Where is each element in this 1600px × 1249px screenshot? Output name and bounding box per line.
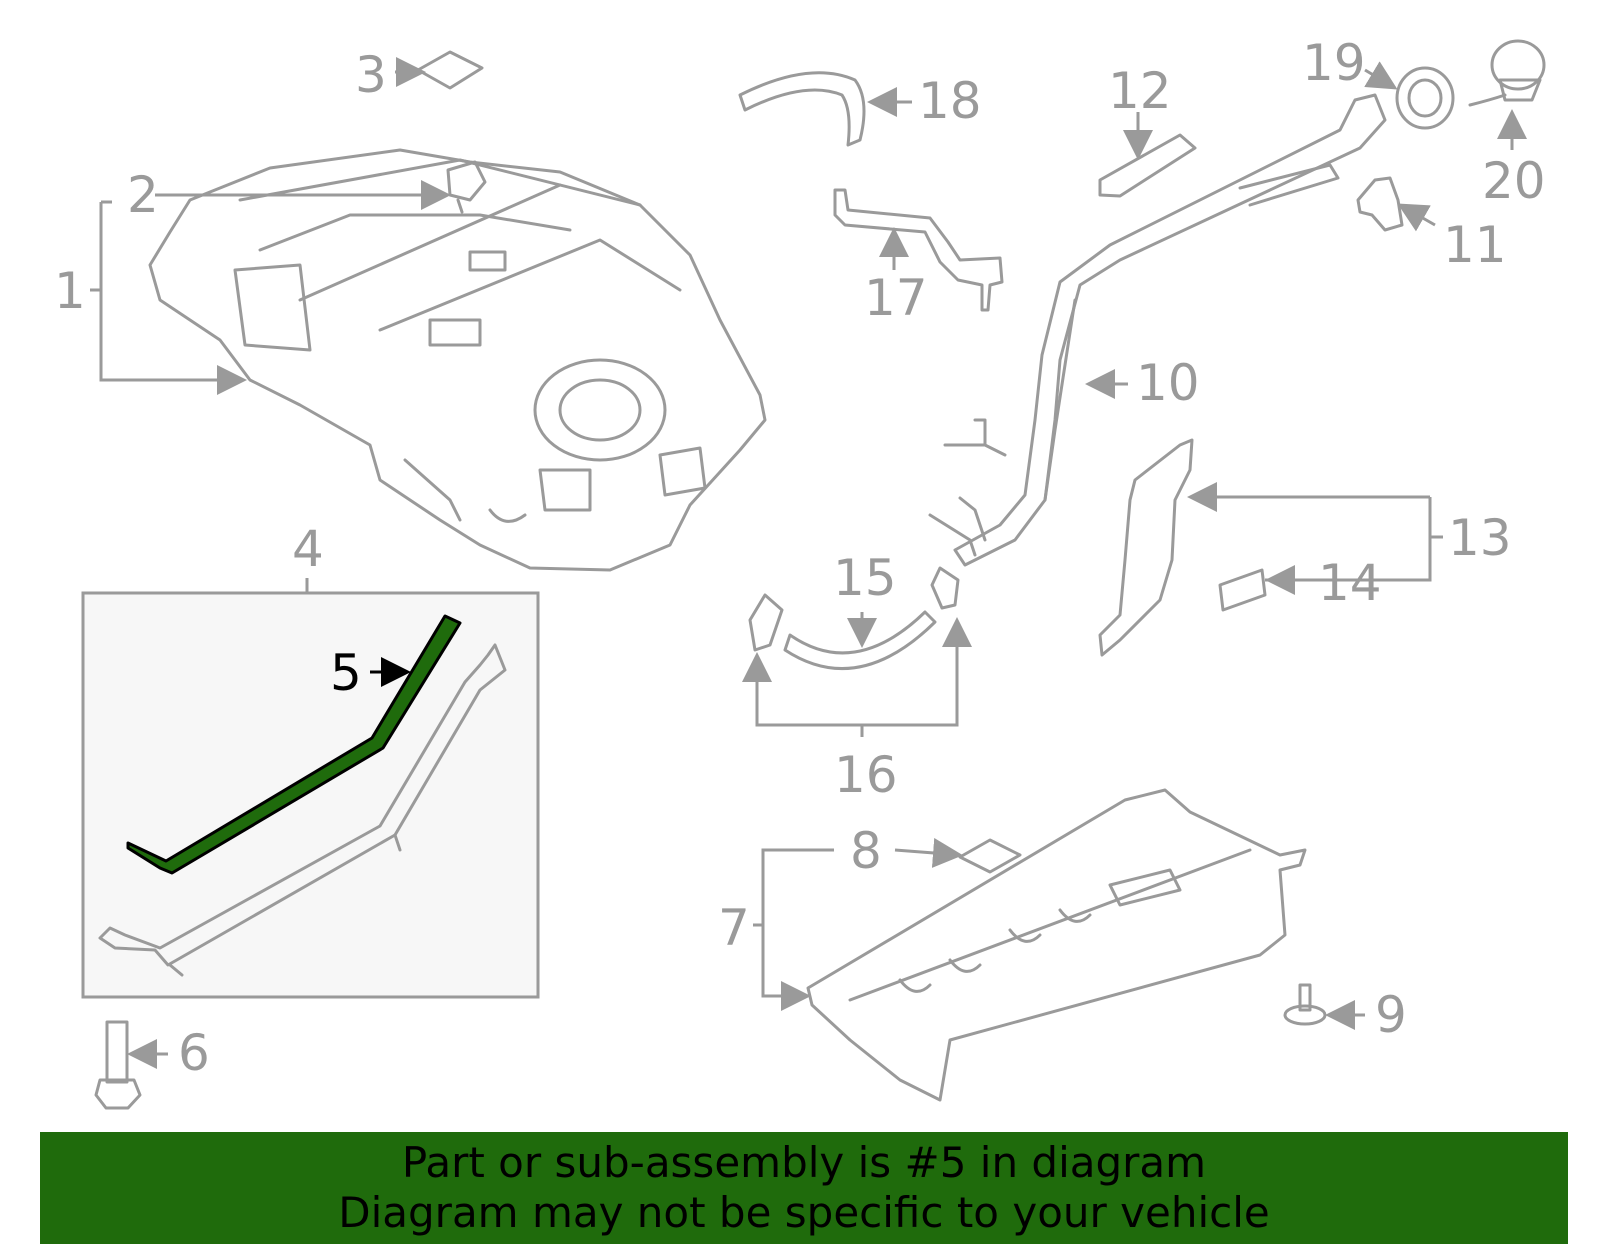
- callout-7: 7: [718, 899, 750, 957]
- clamps-part-16: [748, 566, 960, 652]
- callout-2: 2: [127, 166, 159, 224]
- callout-14: 14: [1318, 554, 1382, 612]
- fuel-tank-part-1: [148, 148, 767, 572]
- guard-part-12: [1098, 133, 1197, 198]
- footer-line-1: Part or sub-assembly is #5 in diagram: [401, 1138, 1207, 1187]
- callout-8: 8: [850, 822, 882, 880]
- pad-part-14: [1218, 568, 1267, 612]
- callout-11: 11: [1443, 216, 1507, 274]
- callout-leaders: [90, 57, 1527, 1069]
- pad-part-8: [958, 838, 1022, 874]
- callout-19: 19: [1302, 34, 1366, 92]
- shield-part-7: [806, 788, 1307, 1102]
- clip-part-9: [1283, 983, 1327, 1026]
- callout-20: 20: [1482, 152, 1546, 210]
- hose-part-18: [738, 71, 866, 147]
- callout-16: 16: [834, 746, 898, 804]
- cap-part-20: [1468, 39, 1546, 107]
- valve-part-2: [446, 160, 487, 214]
- shield-part-13: [1098, 438, 1194, 657]
- seal-part-19: [1395, 66, 1455, 130]
- hose-part-15: [783, 610, 937, 670]
- callout-17: 17: [864, 269, 928, 327]
- bolt-part-6: [94, 1020, 142, 1110]
- callout-4: 4: [292, 520, 324, 578]
- callout-9: 9: [1375, 986, 1407, 1044]
- strap-pad-part-5: [126, 614, 462, 875]
- footer-line-2: Diagram may not be specific to your vehi…: [338, 1188, 1270, 1237]
- strap-part-4: [98, 643, 507, 977]
- callout-5: 5: [330, 644, 362, 702]
- footer-banner: Part or sub-assembly is #5 in diagram Di…: [40, 1132, 1568, 1244]
- pad-part-3: [416, 50, 484, 90]
- callout-13: 13: [1448, 509, 1512, 567]
- callout-6: 6: [178, 1024, 210, 1082]
- hose-part-17: [833, 188, 1004, 312]
- callout-1: 1: [54, 262, 86, 320]
- bracket-part-11: [1356, 176, 1404, 232]
- callout-18: 18: [918, 72, 982, 130]
- filler-pipe-part-10: [928, 93, 1387, 567]
- callout-numbers: 1 2 3 4 5 6 7 8 9 10 11 12 13 14 15 16 1…: [54, 34, 1546, 1082]
- callout-12: 12: [1108, 62, 1172, 120]
- callout-3: 3: [355, 46, 387, 104]
- assembly-inset-box: [81, 591, 540, 999]
- callout-15: 15: [833, 549, 897, 607]
- callout-10: 10: [1136, 354, 1200, 412]
